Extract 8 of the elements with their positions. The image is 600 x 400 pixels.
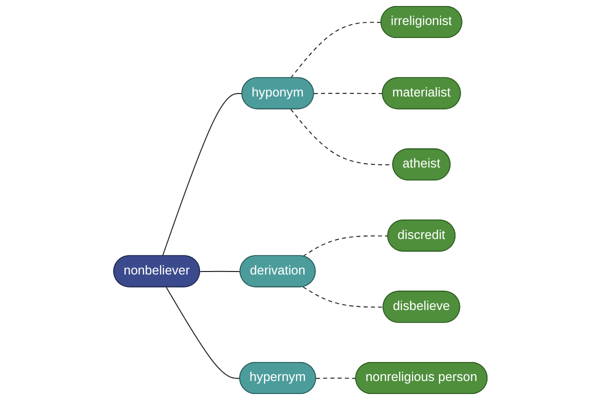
connector	[302, 235, 388, 257]
connector	[302, 286, 384, 308]
connector	[290, 22, 382, 78]
connector	[165, 286, 240, 379]
connector	[199, 270, 240, 272]
connector	[315, 378, 356, 379]
connector	[313, 92, 383, 94]
connector	[162, 93, 242, 256]
